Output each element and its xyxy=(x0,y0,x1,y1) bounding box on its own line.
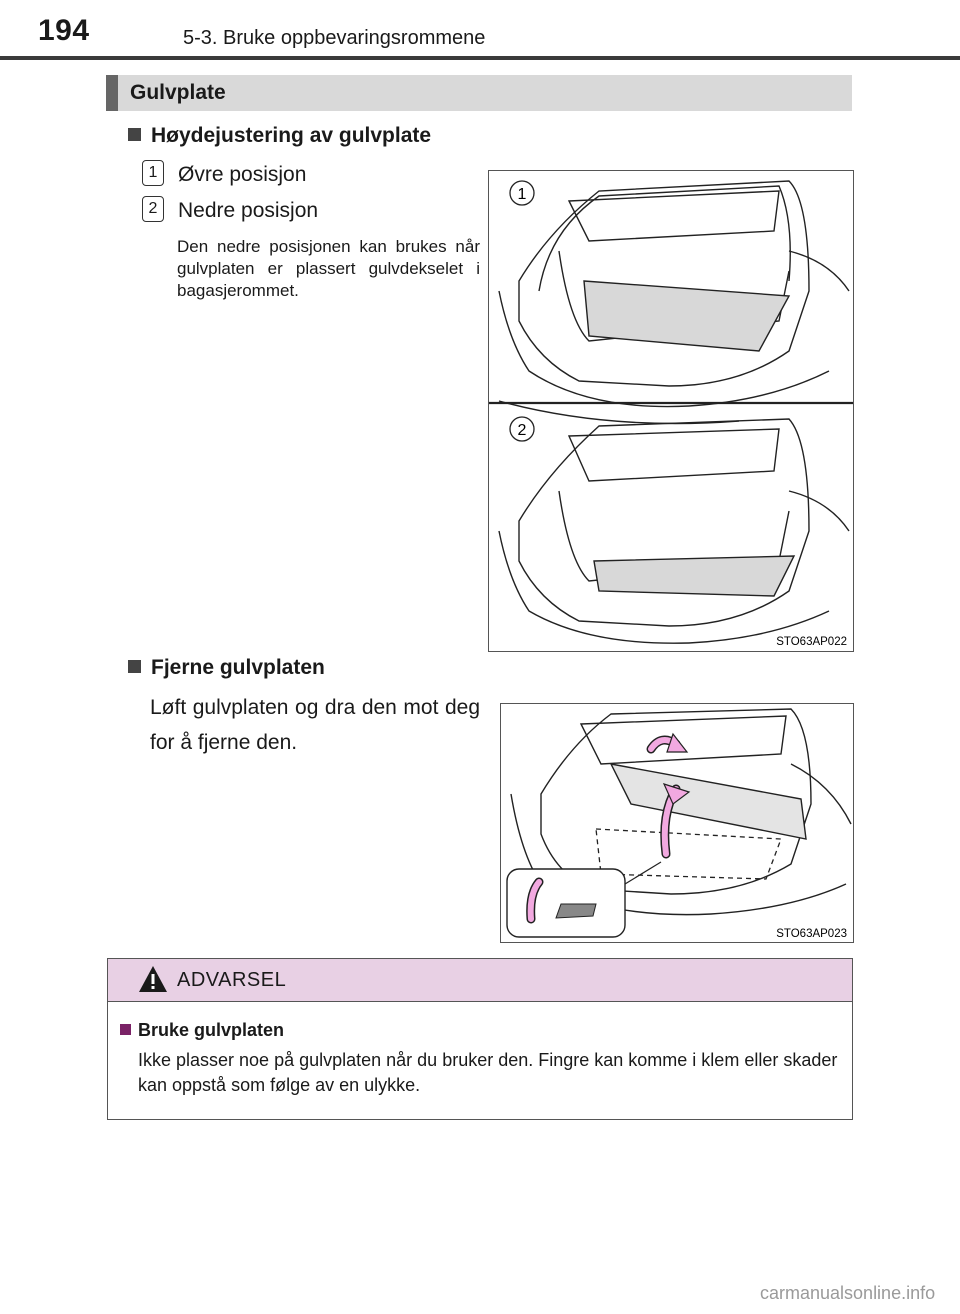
bullet-square-icon xyxy=(128,660,141,673)
lower-position-note: Den nedre posisjonen kan brukes når gulv… xyxy=(177,237,480,300)
section-bar: Gulvplate xyxy=(106,75,852,111)
item-upper-position: Øvre posisjon xyxy=(178,163,307,186)
figure-height-adjust: 1 2 STO63AP022 xyxy=(488,170,854,652)
warning-title: ADVARSEL xyxy=(177,969,287,991)
subheading-remove: Fjerne gulvplaten xyxy=(128,656,325,680)
warning-box: ADVARSEL Bruke gulvplaten Ikke plasser n… xyxy=(107,958,853,1120)
warning-triangle-icon xyxy=(139,966,167,992)
warning-bullet-icon xyxy=(120,1024,131,1035)
panel-label-1: 1 xyxy=(509,180,535,206)
watermark: carmanualsonline.info xyxy=(760,1283,936,1303)
page-number: 194 xyxy=(38,14,90,47)
warning-subheading: Bruke gulvplaten xyxy=(120,1020,284,1041)
warning-subheading-label: Bruke gulvplaten xyxy=(138,1020,285,1040)
floor-board-upper xyxy=(583,280,791,352)
bullet-square-icon xyxy=(128,128,141,141)
figure-code-1: STO63AP022 xyxy=(776,636,847,648)
number-badge-1: 1 xyxy=(142,160,164,186)
number-badge-2: 2 xyxy=(142,196,164,222)
remove-instruction: Løft gulvplaten og dra den mot deg for å… xyxy=(150,696,480,754)
item-lower-position: Nedre posisjon xyxy=(178,199,319,222)
trunk-illustration-1: 1 2 STO63AP022 xyxy=(489,180,853,648)
detail-inset xyxy=(506,868,626,938)
trunk-illustration-2: STO63AP023 xyxy=(506,708,852,940)
subheading-remove-label: Fjerne gulvplaten xyxy=(151,656,325,679)
warning-header: ADVARSEL xyxy=(108,959,852,1002)
floor-board-lower xyxy=(593,555,796,597)
section-title-gulvplate: Gulvplate xyxy=(130,81,226,104)
floor-board-lifted xyxy=(609,763,807,840)
warning-text: Ikke plasser noe på gulvplaten når du br… xyxy=(138,1050,838,1095)
section-title: 5-3. Bruke oppbevaringsrommene xyxy=(183,27,486,49)
figure-code-2: STO63AP023 xyxy=(776,928,847,940)
svg-text:1: 1 xyxy=(518,186,527,203)
figure-remove: STO63AP023 xyxy=(500,703,854,943)
inset-arrow-icon xyxy=(527,879,542,922)
svg-text:2: 2 xyxy=(518,422,527,439)
panel-label-2: 2 xyxy=(509,416,535,442)
subheading-height-adjust-label: Høydejustering av gulvplate xyxy=(151,124,432,147)
subheading-height-adjust: Høydejustering av gulvplate xyxy=(128,124,431,148)
section-bar-accent xyxy=(106,75,118,111)
header-rule xyxy=(0,56,960,60)
